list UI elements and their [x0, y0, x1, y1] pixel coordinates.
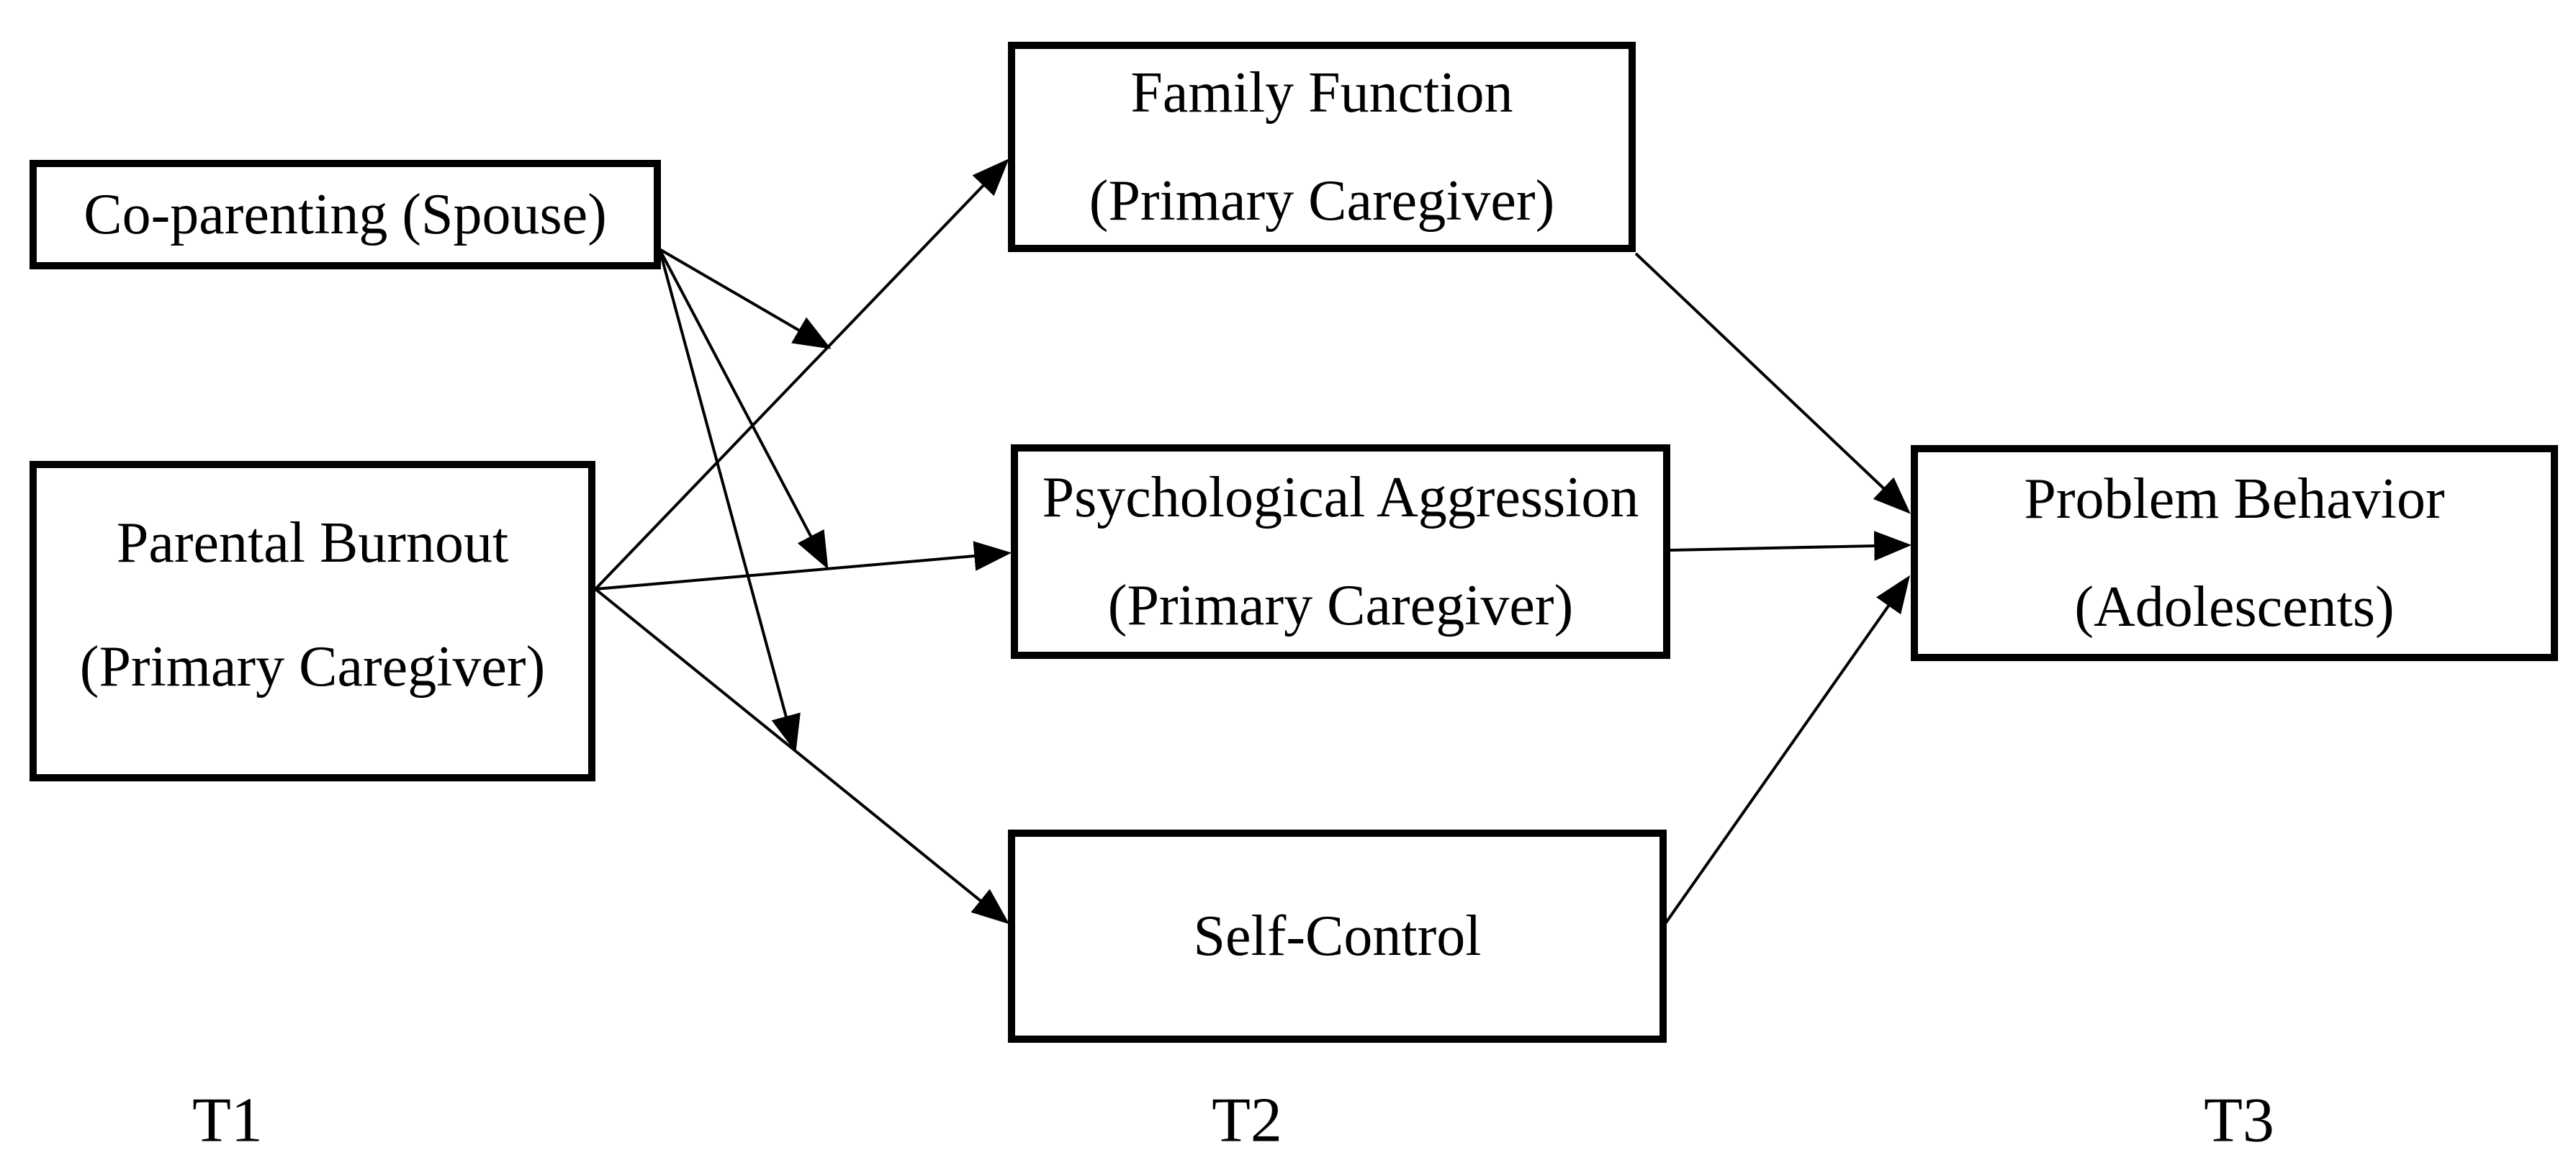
- connector-psychological-aggression-to-problem-behavior: [1670, 531, 1912, 561]
- connector-coparenting-moderates-pb-family-function: [658, 248, 832, 349]
- node-label-line: Co-parenting (Spouse): [84, 183, 607, 246]
- node-co-parenting: Co-parenting (Spouse): [30, 160, 661, 269]
- timepoint-label-t2: T2: [1212, 1085, 1282, 1156]
- connector-pb-to-psychological-aggression: [595, 541, 1012, 591]
- connector-family-function-to-problem-behavior: [1634, 252, 1911, 514]
- node-label-line: (Adolescents): [2074, 575, 2395, 639]
- node-problem-behavior: Problem Behavior (Adolescents): [1911, 445, 2558, 661]
- node-psychological-aggression: Psychological Aggression (Primary Caregi…: [1011, 444, 1670, 659]
- connector-coparenting-moderates-pb-self-control: [658, 248, 801, 753]
- connector-self-control-to-problem-behavior: [1663, 575, 1910, 926]
- node-label-line: (Primary Caregiver): [1089, 169, 1555, 233]
- node-family-function: Family Function (Primary Caregiver): [1008, 42, 1636, 252]
- node-label-line: Psychological Aggression: [1042, 466, 1639, 529]
- connector-coparenting-moderates-pb-psychological-aggression: [658, 248, 829, 570]
- node-parental-burnout: Parental Burnout (Primary Caregiver): [30, 461, 595, 781]
- timepoint-label-t3: T3: [2204, 1085, 2274, 1156]
- node-self-control: Self-Control: [1008, 830, 1667, 1043]
- node-label-line: Problem Behavior: [2024, 467, 2445, 531]
- node-label-line: (Primary Caregiver): [1107, 574, 1574, 637]
- connector-pb-to-self-control: [594, 588, 1010, 925]
- timepoint-label-t1: T1: [192, 1085, 263, 1156]
- node-label-line: Parental Burnout: [116, 511, 509, 575]
- node-label-line: Family Function: [1130, 61, 1513, 125]
- node-label-line: Self-Control: [1193, 905, 1482, 968]
- node-label-line: (Primary Caregiver): [79, 634, 546, 699]
